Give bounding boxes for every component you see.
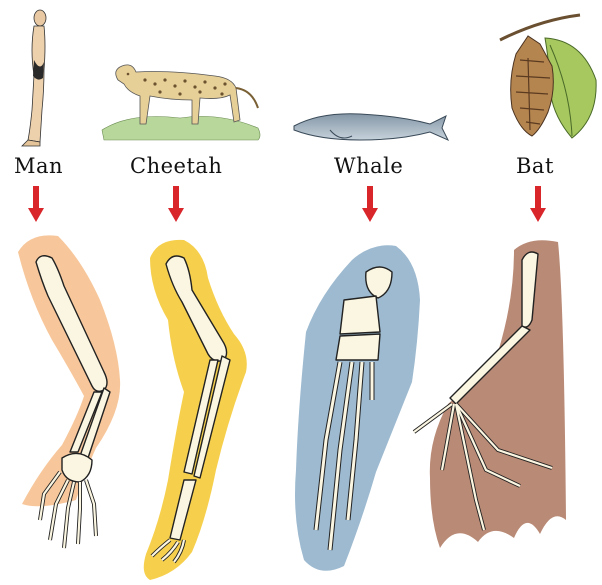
label-bat: Bat bbox=[516, 154, 554, 178]
man-carpals bbox=[62, 453, 92, 482]
label-man: Man bbox=[14, 154, 63, 178]
arrow-shape bbox=[362, 186, 378, 222]
down-arrow-whale-icon bbox=[362, 186, 378, 222]
whale-radius-ulna bbox=[340, 296, 380, 334]
cheetah-illustration bbox=[102, 65, 260, 140]
arrow-shape bbox=[168, 186, 184, 222]
whale-illustration bbox=[294, 114, 448, 140]
down-arrow-bat-icon bbox=[530, 186, 546, 222]
down-arrow-man-icon bbox=[28, 186, 44, 222]
down-arrow-cheetah-icon bbox=[168, 186, 184, 222]
bat-illustration bbox=[500, 15, 596, 138]
label-whale: Whale bbox=[334, 154, 403, 178]
label-cheetah: Cheetah bbox=[130, 154, 222, 178]
arrow-shape bbox=[530, 186, 546, 222]
whale-carpals bbox=[336, 334, 380, 360]
bat-limb-background bbox=[430, 240, 566, 548]
cheetah-limb-background bbox=[144, 240, 247, 580]
man-illustration bbox=[22, 10, 46, 146]
arrow-shape bbox=[28, 186, 44, 222]
